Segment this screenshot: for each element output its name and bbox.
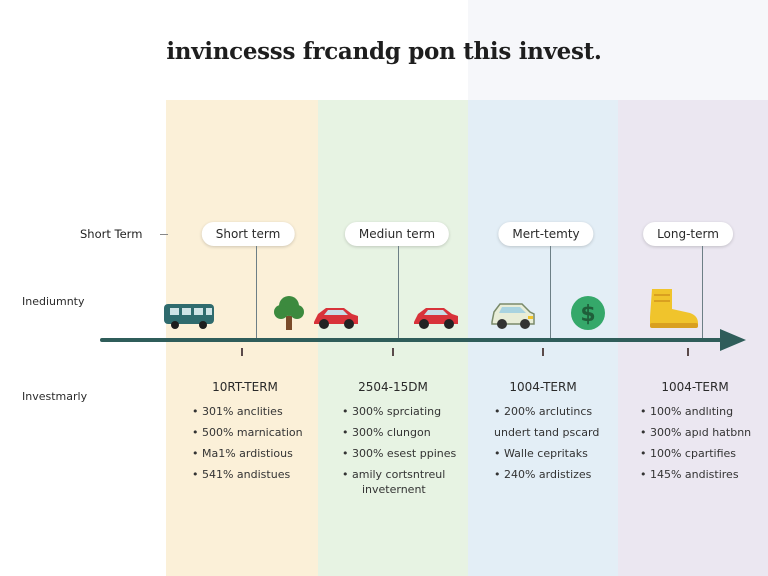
- list-item: • 500% marnication: [192, 426, 303, 439]
- connector-short: [256, 246, 257, 338]
- connector-medium: [398, 246, 399, 338]
- row-label-investment: Investmarly: [22, 390, 88, 403]
- axis-tick: [392, 348, 394, 356]
- list-item: undert tand pscard: [494, 426, 600, 439]
- list-item: • 300% esest ppines: [342, 447, 457, 460]
- row-label-dash: [160, 234, 168, 235]
- column-heading: 1004-TERM: [661, 380, 729, 394]
- list-item: • 145% andistires: [640, 468, 739, 481]
- tree-icon: [272, 294, 306, 336]
- list-item: • 200% arclutincs: [494, 405, 593, 418]
- car-icon: [488, 300, 538, 334]
- pill-short-term: Short term: [201, 222, 295, 246]
- header-shade: [468, 0, 768, 100]
- list-item: • 541% andistues: [192, 468, 291, 481]
- list-item: • 300% sprciating: [342, 405, 442, 418]
- column-medium-term: 2504-15DM • 300% sprciating • 300% clung…: [318, 380, 468, 497]
- list-item: • Walle cepritaks: [494, 447, 588, 460]
- column-mid-term: 1004-TERM • 200% arclutincs undert tand …: [468, 380, 618, 485]
- list-item-continued: inveternent: [362, 483, 426, 496]
- pill-long-term: Long-term: [643, 222, 733, 246]
- pill-mid-term: Mert-temty: [498, 222, 594, 246]
- connector-mid: [550, 246, 551, 338]
- pill-medium-term: Mediun term: [344, 222, 450, 246]
- boot-icon: [646, 287, 700, 335]
- column-heading: 10RT-TERM: [212, 380, 278, 394]
- list-item: • 100% andlıting: [640, 405, 734, 418]
- list-item: • 301% anclities: [192, 405, 283, 418]
- timeline-axis: [100, 338, 726, 342]
- column-heading: 2504-15DM: [358, 380, 428, 394]
- list-item: • amily cortsntreul: [342, 468, 446, 481]
- connector-long: [702, 246, 703, 338]
- row-label-middle: Inediumnty: [22, 295, 85, 308]
- axis-tick: [241, 348, 243, 356]
- axis-tick: [687, 348, 689, 356]
- dollar-coin-icon: $: [570, 295, 606, 335]
- list-item: • 100% cpartifies: [640, 447, 737, 460]
- car-icon: [310, 304, 362, 334]
- row-label-short-term: Short Term: [80, 227, 143, 241]
- list-item: • Ma1% ardistious: [192, 447, 293, 460]
- car-icon: [410, 304, 462, 334]
- column-long-term: 1004-TERM • 100% andlıting • 300% apıd h…: [620, 380, 768, 485]
- svg-text:$: $: [580, 302, 595, 327]
- timeline-arrowhead: [720, 329, 746, 351]
- list-item: • 300% apıd hatbnn: [640, 426, 752, 439]
- column-heading: 1004-TERM: [509, 380, 577, 394]
- page-title: invincesss frcandg pon this invest.: [166, 38, 602, 65]
- column-short-term: 10RT-TERM • 301% anclities • 500% marnic…: [170, 380, 320, 485]
- list-item: • 300% clungon: [342, 426, 431, 439]
- van-icon: [162, 300, 218, 334]
- list-item: • 240% ardistizes: [494, 468, 592, 481]
- axis-tick: [542, 348, 544, 356]
